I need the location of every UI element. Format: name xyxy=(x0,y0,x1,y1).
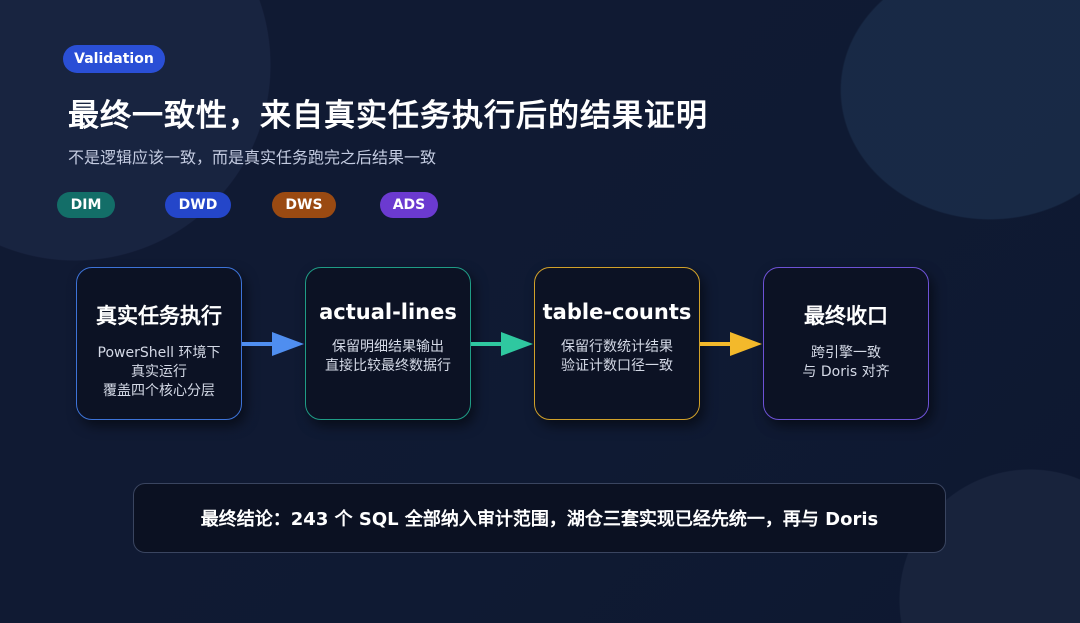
step-card-execution: 真实任务执行 PowerShell 环境下真实运行覆盖四个核心分层 xyxy=(76,267,242,420)
step-title: 最终收口 xyxy=(804,304,888,328)
step-card-final: 最终收口 跨引擎一致与 Doris 对齐 xyxy=(763,267,929,420)
step-title: table-counts xyxy=(542,300,692,324)
page-title: 最终一致性，来自真实任务执行后的结果证明 xyxy=(68,98,708,134)
section-badge: Validation xyxy=(63,45,165,73)
layer-tag-ads: ADS xyxy=(380,192,438,218)
step-title: actual-lines xyxy=(319,300,457,324)
step-desc: 覆盖四个核心分层 xyxy=(103,383,215,399)
page-subtitle: 不是逻辑应该一致，而是真实任务跑完之后结果一致 xyxy=(68,148,437,167)
arrow-right-icon xyxy=(471,332,533,356)
step-desc: 保留行数统计结果 xyxy=(561,339,673,355)
conclusion-text: 最终结论：243 个 SQL 全部纳入审计范围，湖仓三套实现已经先统一，再与 D… xyxy=(200,509,879,530)
arrow-right-icon xyxy=(700,332,762,356)
step-desc: 跨引擎一致 xyxy=(811,345,881,361)
layer-tag-dim: DIM xyxy=(57,192,115,218)
step-desc: 保留明细结果输出 xyxy=(332,339,444,355)
layer-tag-dws: DWS xyxy=(272,192,336,218)
step-desc: 与 Doris 对齐 xyxy=(802,364,890,380)
step-desc: 真实运行 xyxy=(131,364,187,380)
step-title: 真实任务执行 xyxy=(96,304,222,328)
arrow-right-icon xyxy=(242,332,304,356)
layer-tag-dwd: DWD xyxy=(165,192,231,218)
step-desc: 直接比较最终数据行 xyxy=(325,358,451,374)
step-desc: PowerShell 环境下 xyxy=(97,345,221,361)
conclusion-banner: 最终结论：243 个 SQL 全部纳入审计范围，湖仓三套实现已经先统一，再与 D… xyxy=(133,483,946,553)
step-desc: 验证计数口径一致 xyxy=(561,358,673,374)
step-card-table-counts: table-counts 保留行数统计结果验证计数口径一致 xyxy=(534,267,700,420)
step-card-actual-lines: actual-lines 保留明细结果输出直接比较最终数据行 xyxy=(305,267,471,420)
